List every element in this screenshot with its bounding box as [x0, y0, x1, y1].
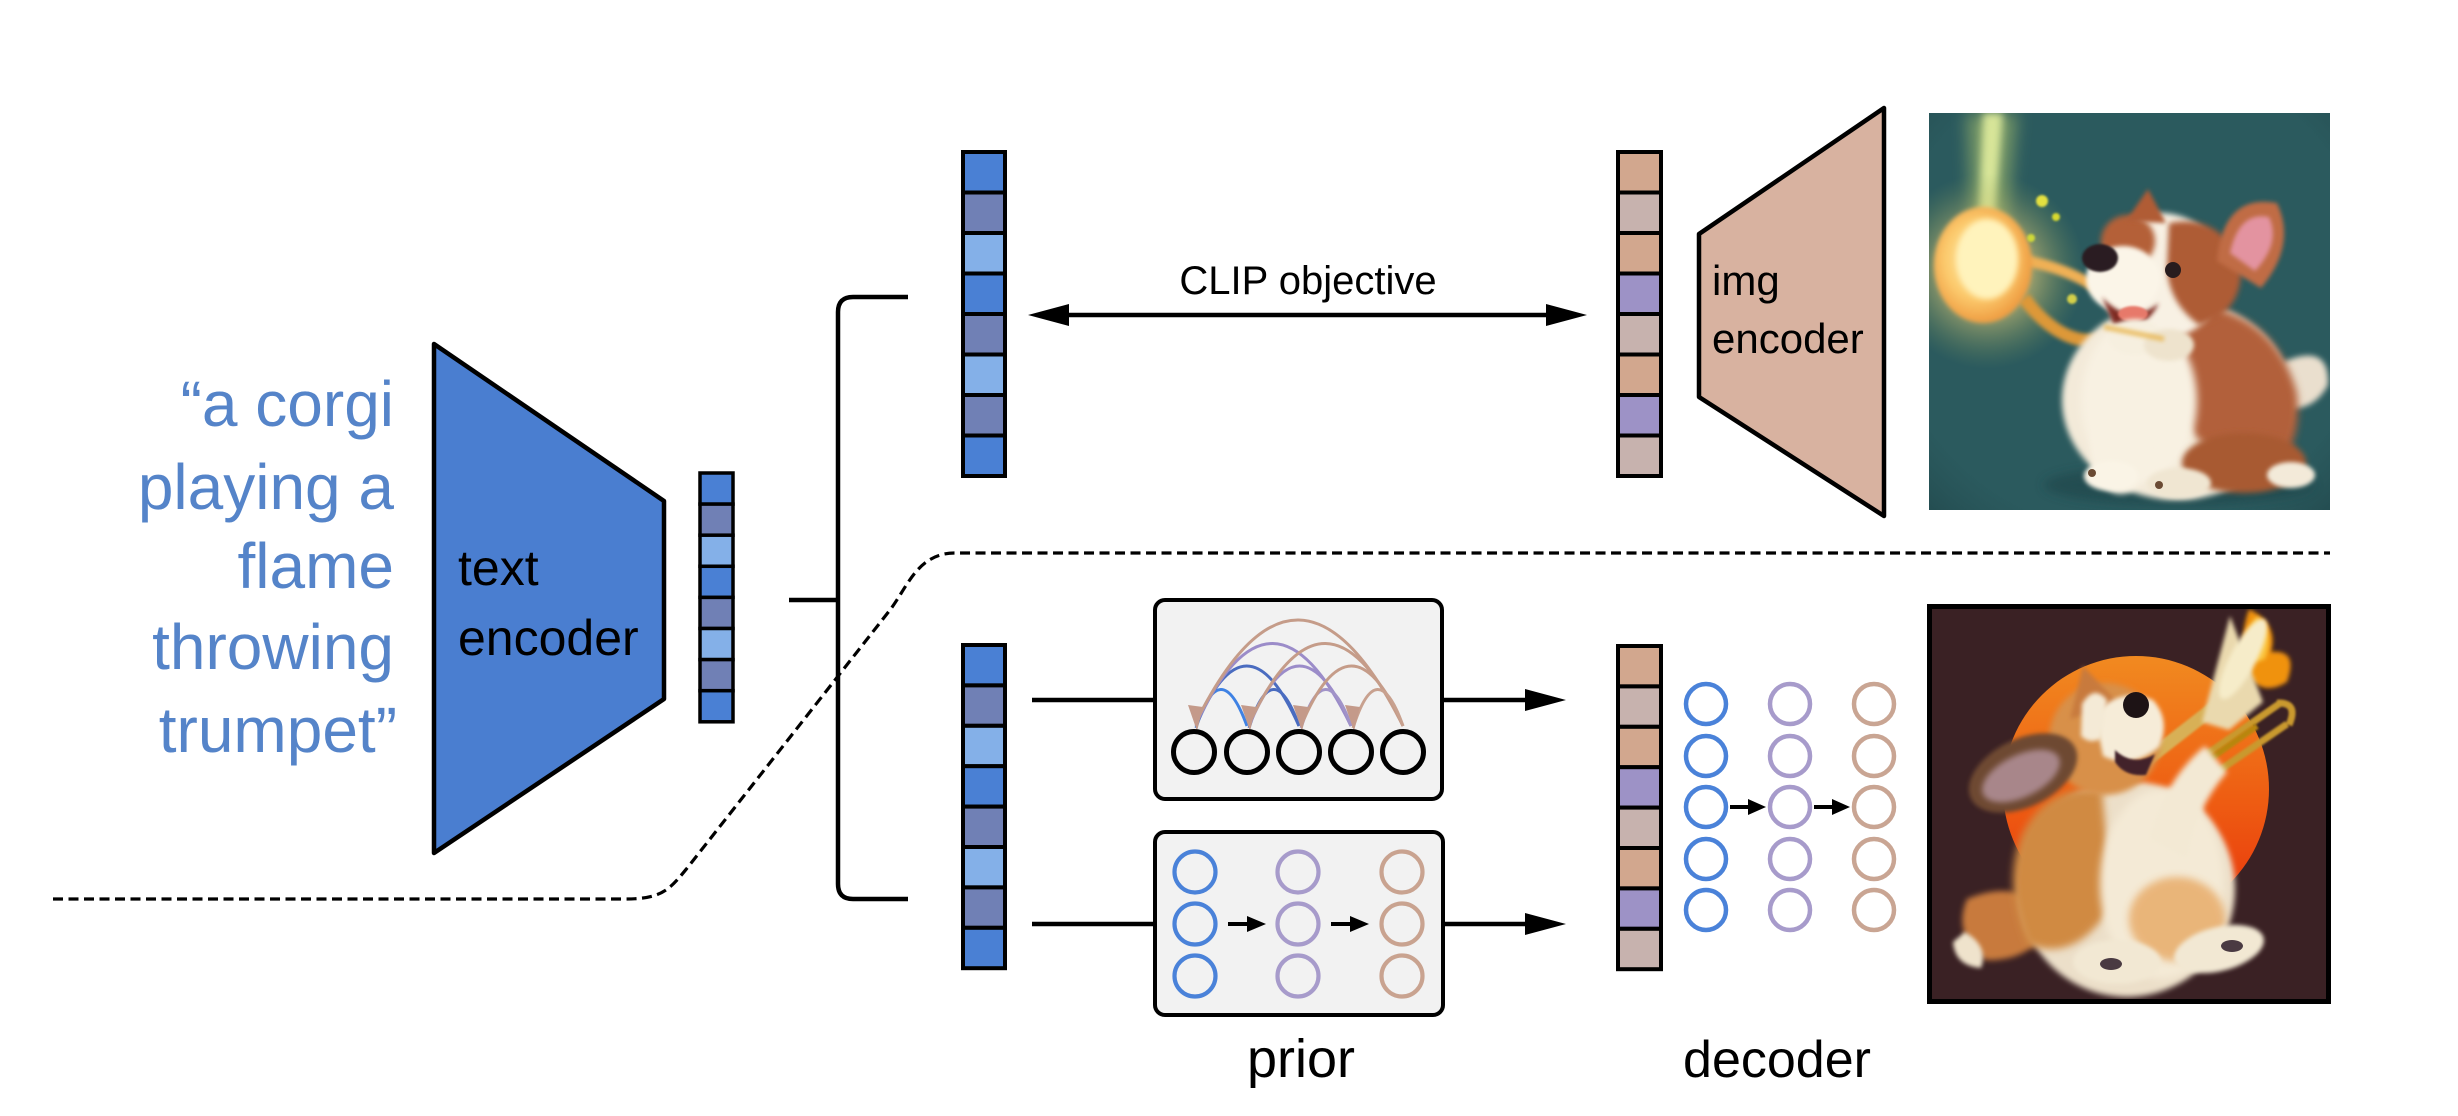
svg-text:img: img: [1712, 257, 1780, 304]
svg-text:CLIP objective: CLIP objective: [1179, 259, 1436, 303]
svg-text:prior: prior: [1247, 1029, 1355, 1089]
svg-text:trumpet”: trumpet”: [159, 694, 397, 766]
svg-text:encoder: encoder: [1712, 315, 1864, 362]
svg-text:encoder: encoder: [458, 610, 639, 666]
svg-text:“a corgi: “a corgi: [181, 368, 394, 440]
svg-text:throwing: throwing: [152, 611, 394, 683]
svg-text:flame: flame: [238, 530, 395, 602]
svg-text:text: text: [458, 540, 539, 596]
svg-text:playing a: playing a: [138, 451, 395, 523]
svg-text:decoder: decoder: [1683, 1031, 1871, 1089]
